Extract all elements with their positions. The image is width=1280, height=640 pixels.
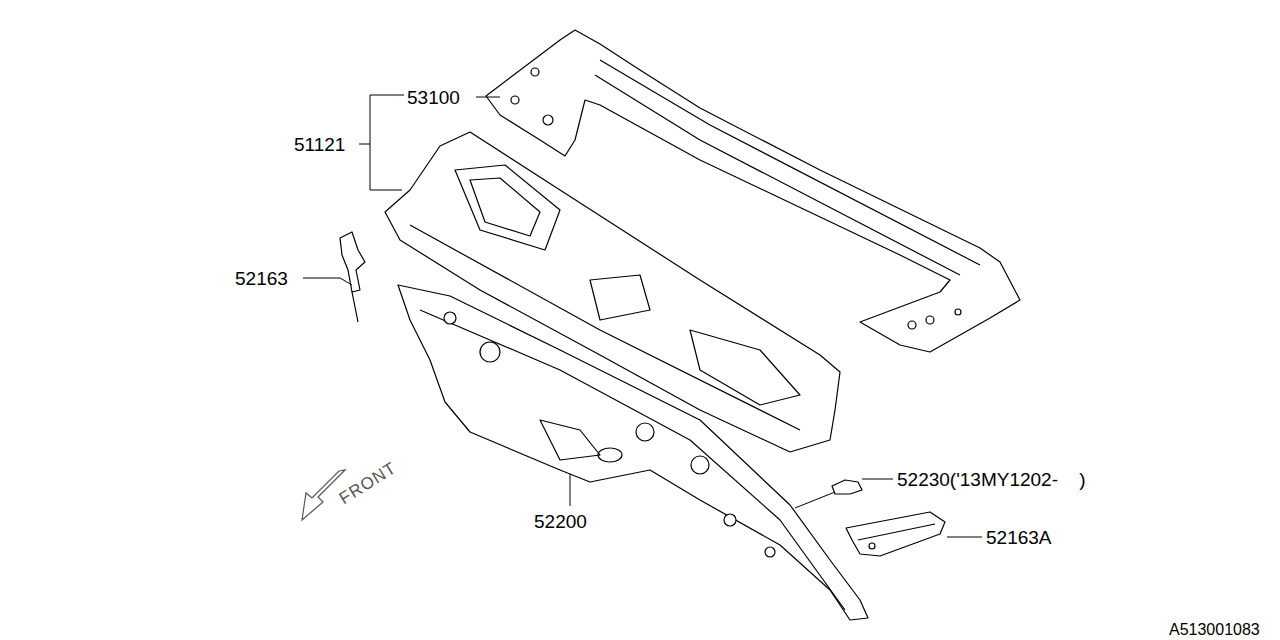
lower-bracket (846, 512, 945, 556)
side-bracket (340, 232, 365, 322)
callout-number: 52230('13MY1202- ) (896, 470, 1086, 489)
direction-label: FRONT (335, 459, 400, 508)
callout-number: 52163 (234, 269, 289, 288)
callout-number: 52163A (985, 528, 1053, 547)
callout-number: 53100 (406, 88, 461, 107)
callout-number: 51121 (293, 135, 346, 154)
leader-lines (303, 95, 982, 537)
clip (832, 480, 862, 494)
dash-panel (398, 285, 868, 620)
callout-number: 52200 (533, 512, 588, 531)
diagram-id: A513001083 (1168, 622, 1261, 638)
